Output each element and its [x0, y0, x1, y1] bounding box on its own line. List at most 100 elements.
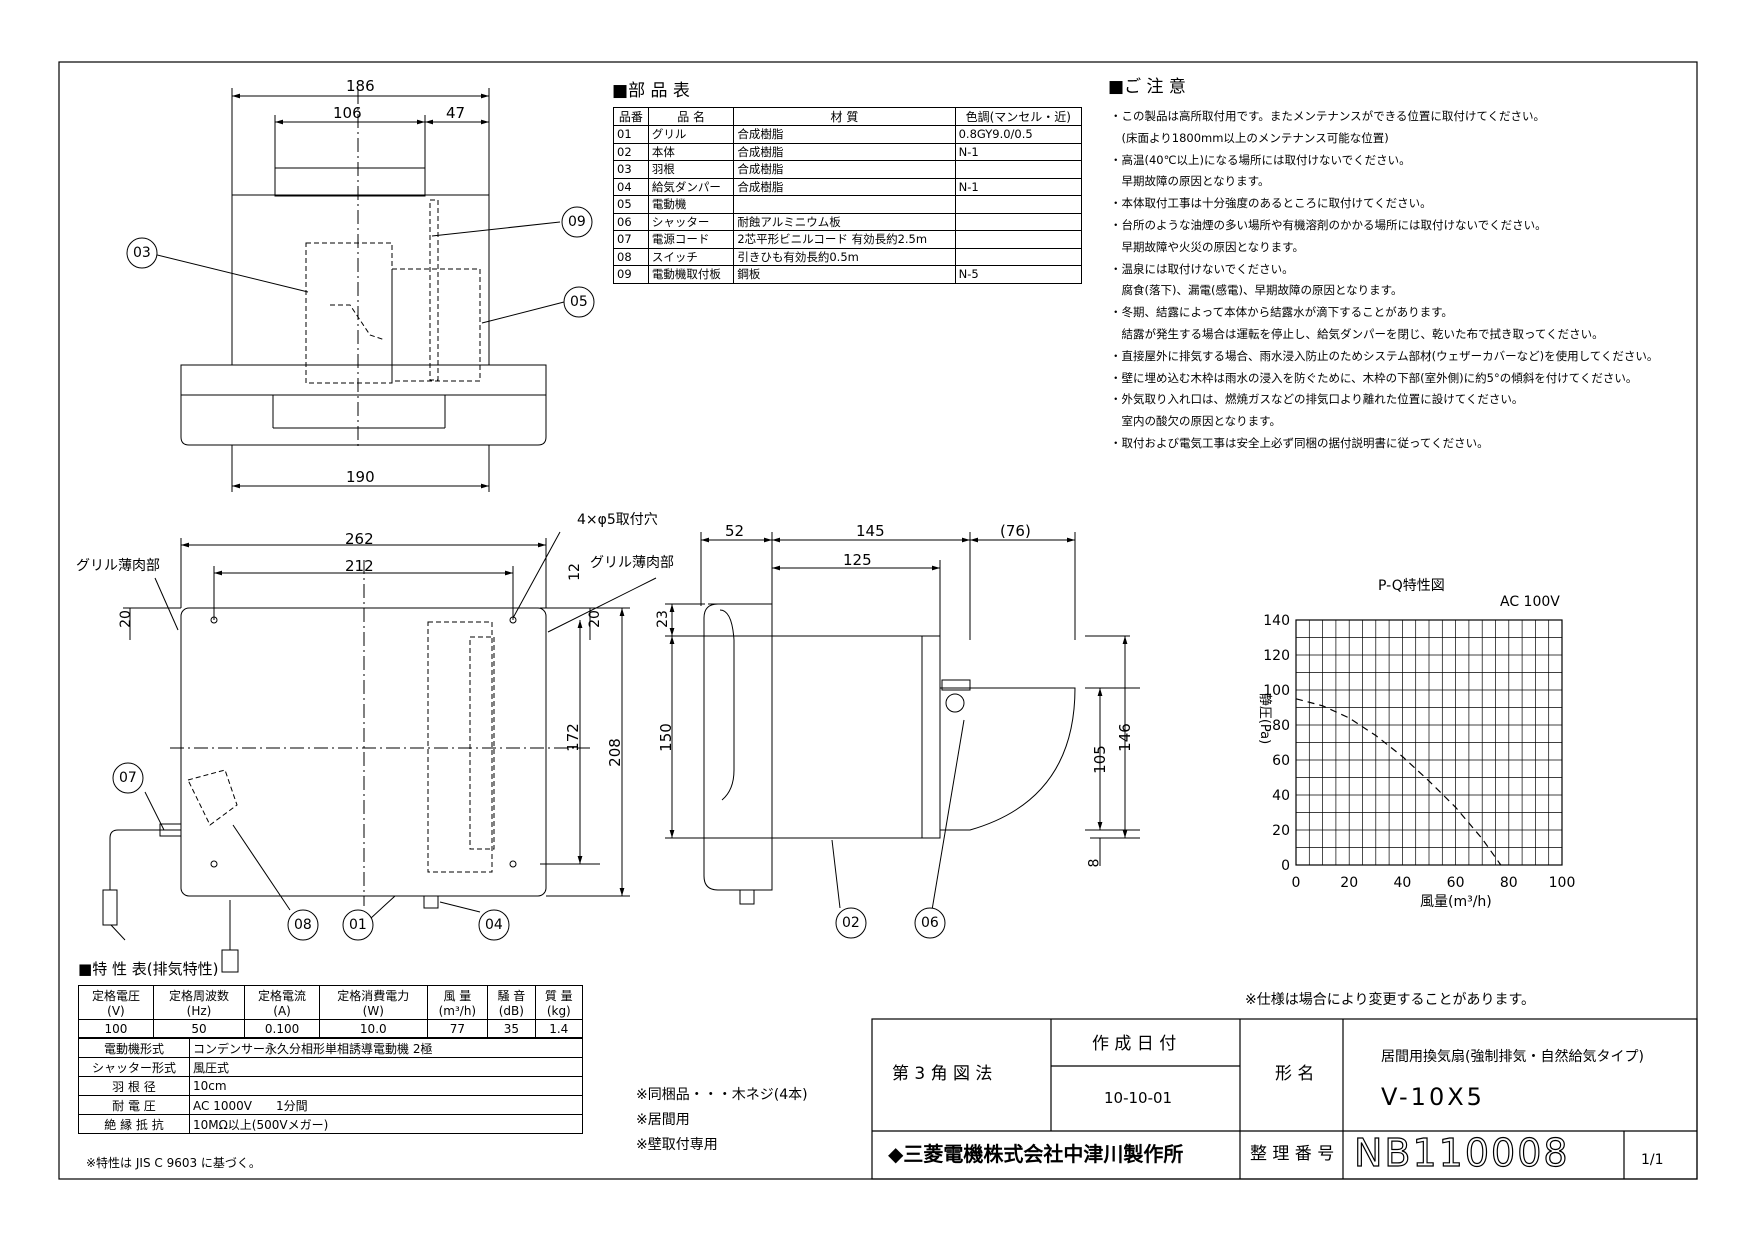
y-tick-label: 80 — [1272, 718, 1290, 734]
grille-thin-right: グリル薄肉部 — [590, 555, 674, 571]
dim-146: 146 — [1115, 723, 1134, 752]
caution-line: 早期故障の原因となります。 — [1110, 174, 1270, 189]
creation-date: 10-10-01 — [1104, 1089, 1173, 1107]
caution-line: ・壁に埋め込む木枠は雨水の浸入を防ぐために、木枠の下部(室外側)に約5°の傾斜を… — [1110, 370, 1638, 385]
ref-label: 整 理 番 号 — [1250, 1144, 1335, 1164]
dim-8: 8 — [1086, 858, 1103, 868]
plot-frame — [1295, 619, 1563, 866]
table-row: シャッター形式風圧式 — [78, 1057, 583, 1077]
dim-150: 150 — [656, 723, 675, 752]
holes-label: 4×φ5取付穴 — [577, 512, 658, 528]
caution-line: 結露が発生する場合は運転を停止し、給気ダンパーを閉じ、乾いた布で拭き取ってくださ… — [1110, 326, 1604, 341]
x-tick-label: 20 — [1340, 875, 1358, 891]
company-logo: ◆ — [888, 1142, 904, 1166]
dim-front-width: 262 — [345, 530, 374, 548]
caution-line: ・この製品は高所取付用です。またメンテナンスができる位置に取付けてください。 — [1110, 109, 1546, 123]
y-tick-label: 120 — [1263, 648, 1290, 664]
callout-04: 04 — [485, 917, 503, 933]
caution-line: 腐食(落下)、漏電(感電)、早期故障の原因となります。 — [1110, 283, 1403, 298]
y-tick-label: 100 — [1263, 683, 1290, 699]
caution-line: ・高温(40℃以上)になる場所には取付けないでください。 — [1110, 152, 1411, 167]
callout-06: 06 — [921, 915, 939, 931]
pq-curve — [1295, 698, 1502, 866]
dim-20-left: 20 — [117, 610, 134, 628]
company-name: ◆三菱電機株式会社中津川製作所 — [888, 1142, 1184, 1166]
x-tick-label: 80 — [1500, 875, 1518, 891]
caution-line: 早期故障や火災の原因となります。 — [1110, 239, 1305, 254]
model-label: 形 名 — [1275, 1064, 1315, 1084]
dim-top-total: 186 — [346, 77, 375, 95]
dim-top-right: 47 — [446, 104, 466, 122]
y-tick-label: 40 — [1272, 788, 1290, 804]
x-tick-label: 60 — [1447, 875, 1465, 891]
front-view — [102, 531, 657, 973]
spec-title: ■特 性 表(排気特性) — [78, 960, 219, 978]
model-number: V-10X5 — [1381, 1083, 1485, 1111]
chart-ylabel: 静圧(Pa) — [1257, 692, 1273, 745]
table-row: 電動機形式コンデンサー永久分相形単相誘導電動機 2極 — [78, 1038, 583, 1058]
caution-line: ・台所のような油煙の多い場所や有機溶剤のかかる場所には取付けないでください。 — [1110, 217, 1547, 232]
model-description: 居間用換気扇(強制排気・自然給気タイプ) — [1381, 1049, 1644, 1065]
spec-footnote: ※特性は JIS C 9603 に基づく。 — [86, 1156, 261, 1170]
chart-title: P-Q特性図 — [1378, 578, 1445, 594]
caution-line: 室内の酸欠の原因となります。 — [1110, 414, 1282, 429]
callout-01: 01 — [349, 917, 367, 933]
y-tick-label: 0 — [1281, 858, 1290, 874]
dim-145: 145 — [856, 522, 885, 540]
dim-52: 52 — [725, 522, 745, 540]
note-2: ※居間用 — [636, 1112, 690, 1128]
projection-label: 第 3 角 図 法 — [892, 1064, 993, 1084]
dim-23: 23 — [654, 610, 671, 628]
y-tick-label: 20 — [1272, 823, 1290, 839]
callout-03: 03 — [133, 245, 151, 261]
callout-05: 05 — [570, 294, 588, 310]
dim-125: 125 — [843, 551, 872, 569]
dim-172: 172 — [563, 723, 582, 752]
dim-208: 208 — [605, 738, 624, 767]
x-tick-label: 0 — [1292, 875, 1301, 891]
cautions-list: ・この製品は高所取付用です。またメンテナンスができる位置に取付けてください。 (… — [1110, 106, 1658, 455]
callout-07: 07 — [119, 770, 137, 786]
caution-line: ・外気取り入れ口は、燃焼ガスなどの排気口より離れた位置に設けてください。 — [1110, 392, 1524, 407]
x-tick-label: 40 — [1393, 875, 1411, 891]
top-view — [144, 88, 565, 492]
spec-change-note: ※仕様は場合により変更することがあります。 — [1245, 992, 1536, 1008]
chart-xlabel: 風量(m³/h) — [1420, 894, 1492, 910]
callout-08: 08 — [294, 917, 312, 933]
sheet-number: 1/1 — [1641, 1152, 1664, 1168]
dim-top-left: 106 — [333, 104, 362, 122]
grille-thin-left: グリル薄肉部 — [76, 558, 160, 574]
side-view — [665, 532, 1140, 911]
callout-02: 02 — [842, 915, 860, 931]
caution-line: ・取付および電気工事は安全上必ず同梱の据付説明書に従ってください。 — [1110, 435, 1489, 450]
y-tick-label: 60 — [1272, 753, 1290, 769]
cautions-title: ■ご 注 意 — [1108, 77, 1186, 97]
caution-line: ・本体取付工事は十分強度のあるところに取付けてください。 — [1110, 196, 1432, 211]
caution-line: ・直接屋外に排気する場合、雨水浸入防止のためシステム部材(ウェザーカバーなど)を… — [1110, 348, 1659, 363]
spec-detail-table: 電動機形式コンデンサー永久分相形単相誘導電動機 2極 シャッター形式風圧式 羽 … — [78, 1038, 583, 1134]
date-label: 作 成 日 付 — [1092, 1034, 1177, 1054]
caution-line: ・冬期、結露によって本体から結露水が滴下することがあります。 — [1110, 305, 1453, 320]
callout-09: 09 — [568, 214, 586, 230]
dim-105: 105 — [1090, 745, 1109, 774]
note-3: ※壁取付専用 — [636, 1137, 718, 1153]
x-tick-label: 100 — [1549, 875, 1576, 891]
caution-line: (床面より1800mm以上のメンテナンス可能な位置) — [1110, 130, 1389, 145]
caution-line: ・温泉には取付けないでください。 — [1110, 261, 1294, 276]
table-row: 100 50 0.100 10.0 77 35 1.4 — [78, 1019, 584, 1038]
dim-12: 12 — [566, 563, 583, 581]
note-1: ※同梱品・・・木ネジ(4本) — [636, 1087, 808, 1103]
